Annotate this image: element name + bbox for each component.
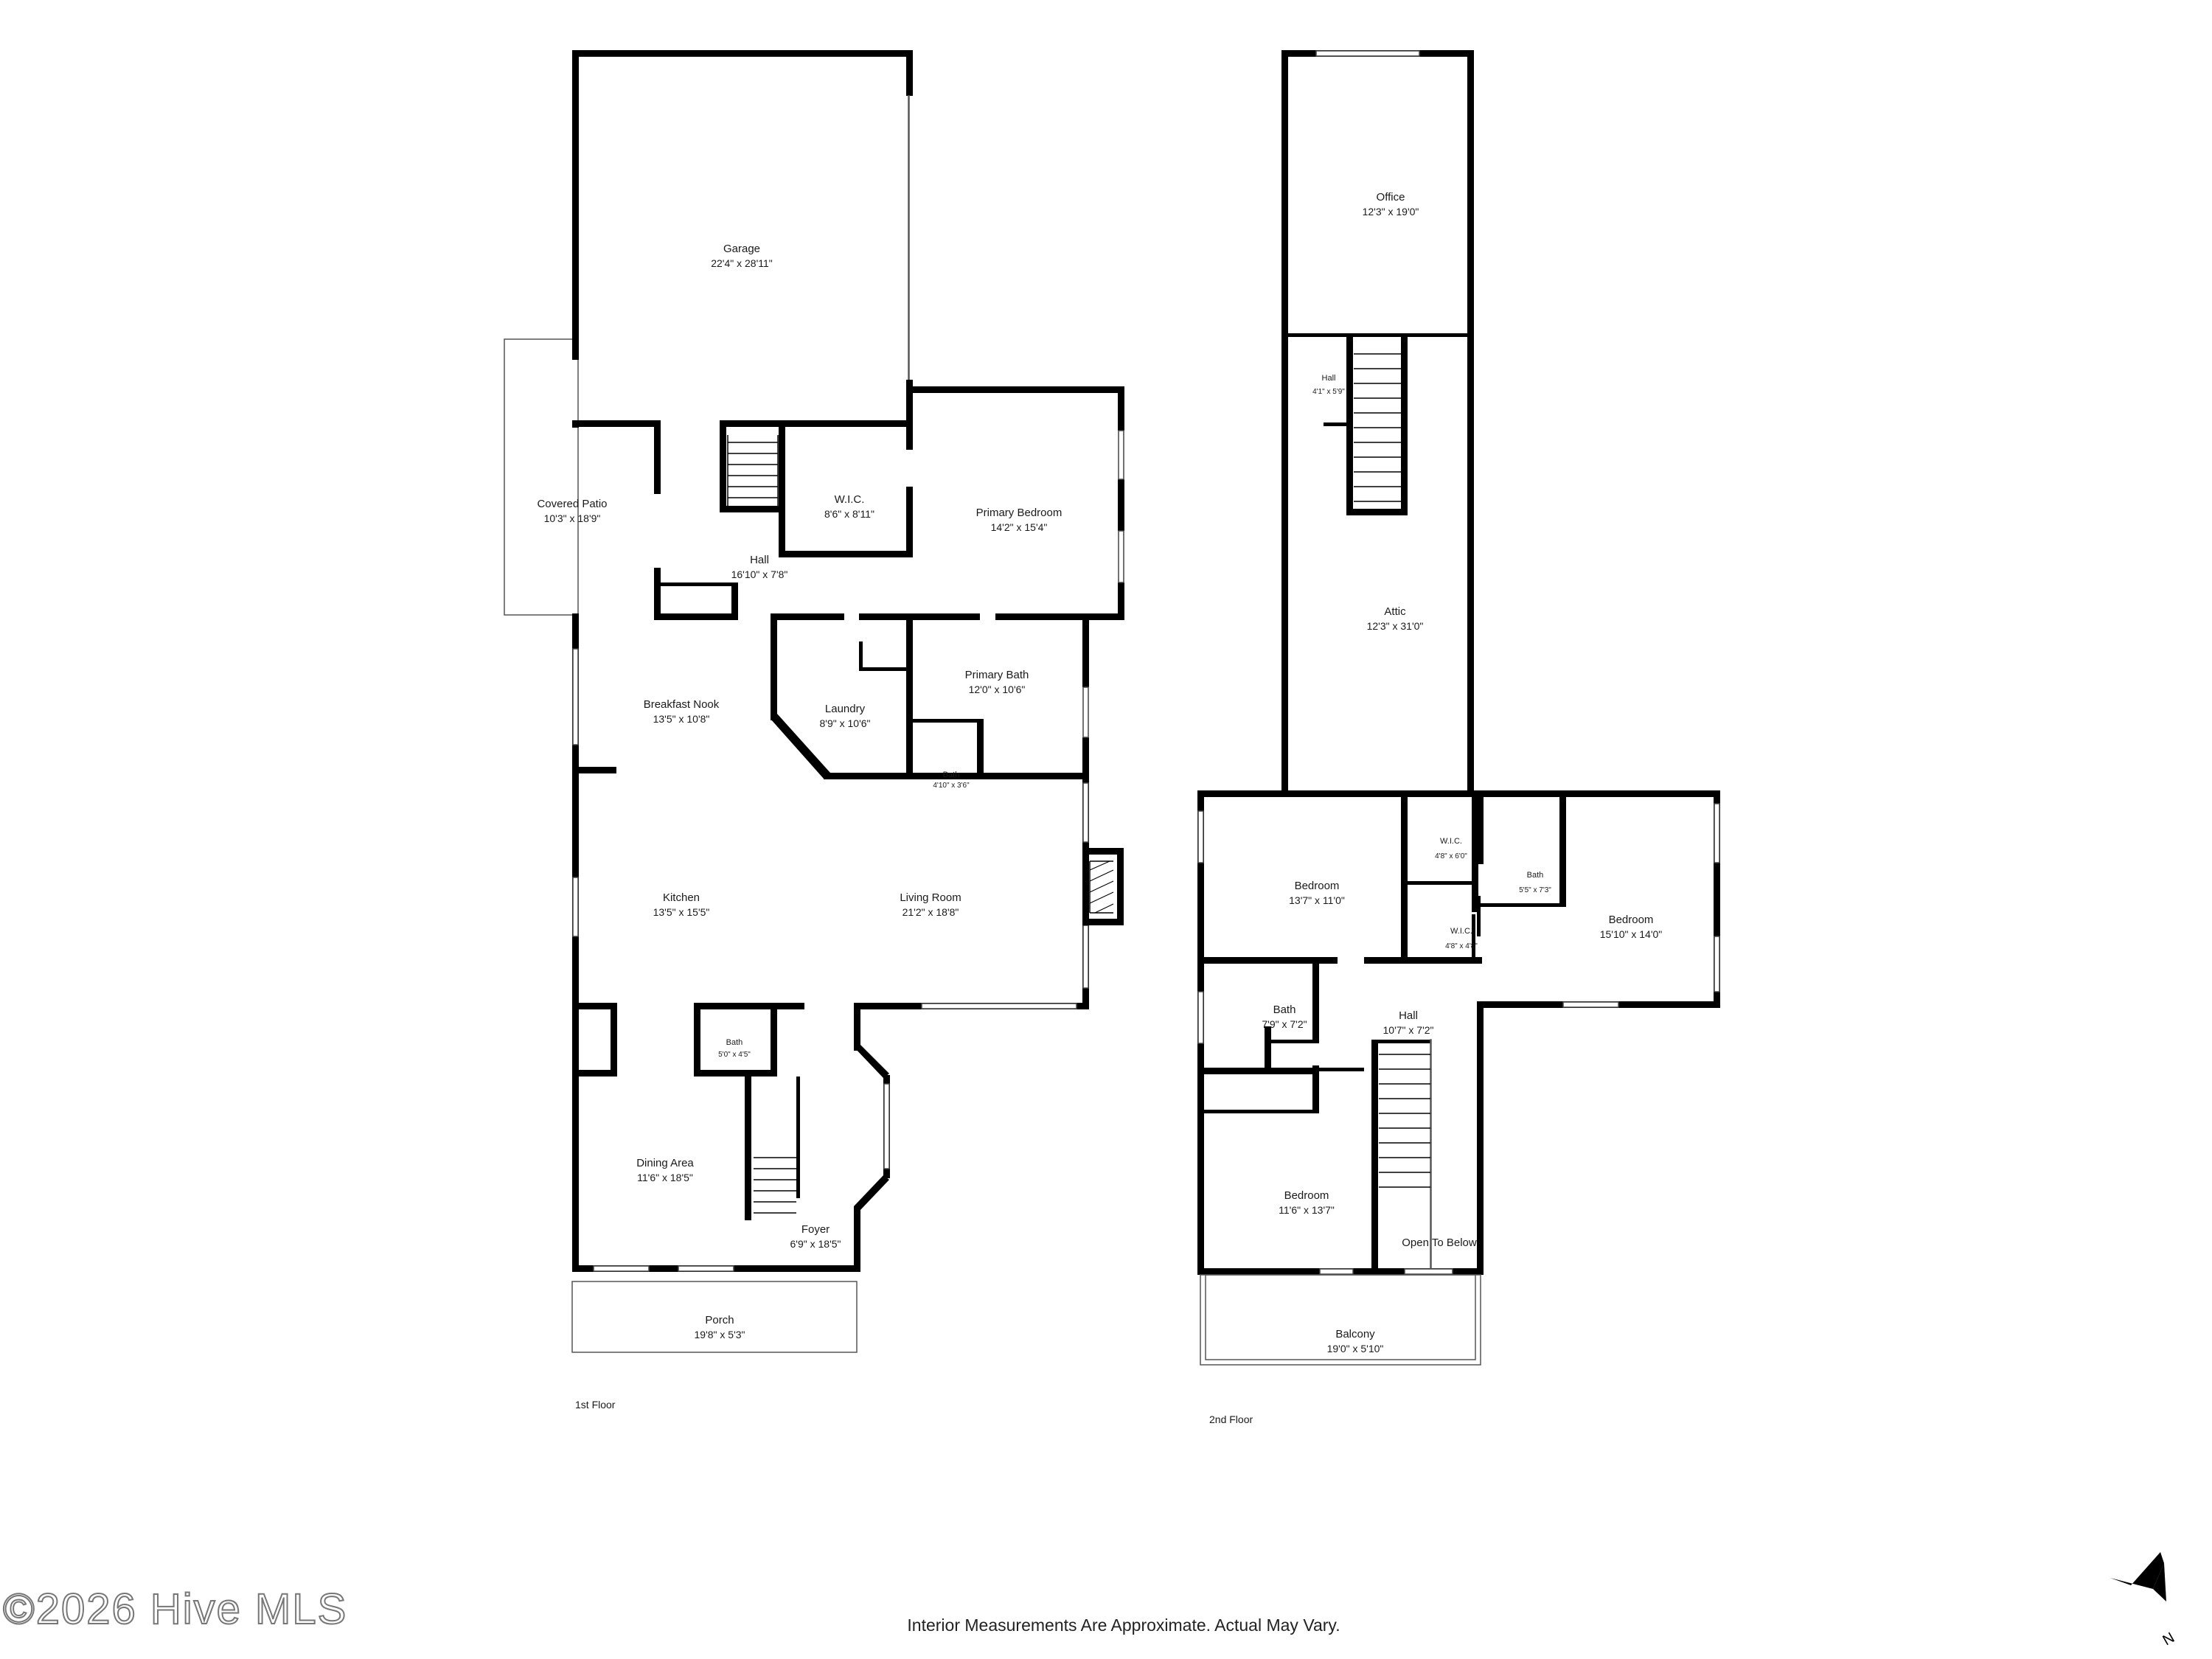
room-name-kitchen: Kitchen xyxy=(663,891,700,904)
room-name-wic-b: W.I.C. xyxy=(1450,927,1472,936)
room-dims-bath-small: 4'10" x 3'6" xyxy=(933,782,970,790)
room-name-office: Office xyxy=(1377,191,1405,204)
north-arrow-icon: N xyxy=(2110,1552,2177,1649)
room-name-attic: Attic xyxy=(1384,605,1406,618)
room-name-garage: Garage xyxy=(723,243,760,255)
room-dims-bath-b: 5'5" x 7'3" xyxy=(1519,886,1551,894)
room-name-laundry: Laundry xyxy=(825,703,866,715)
room-name-dining-area: Dining Area xyxy=(636,1157,694,1169)
second-floor-room-labels: Office 12'3" x 19'0" Hall 4'1" x 5'9" At… xyxy=(1209,191,1662,1425)
room-dims-wic-b: 4'8" x 4'8" xyxy=(1445,942,1478,950)
room-dims-primary-bedroom: 14'2" x 15'4" xyxy=(991,521,1048,533)
room-name-bedroom-b: Bedroom xyxy=(1609,914,1654,926)
room-dims-hall: 16'10" x 7'8" xyxy=(731,568,788,580)
room-name-bedroom-c: Bedroom xyxy=(1284,1189,1329,1202)
room-name-wic: W.I.C. xyxy=(835,493,865,506)
room-dims-dining-area: 11'6" x 18'5" xyxy=(637,1172,693,1183)
room-name-hall-2: Hall xyxy=(1399,1009,1418,1022)
room-name-bedroom-a: Bedroom xyxy=(1295,880,1340,892)
room-dims-bath-c: 7'9" x 7'2" xyxy=(1262,1018,1307,1030)
room-dims-hall-upper: 4'1" x 5'9" xyxy=(1312,388,1345,396)
room-dims-garage: 22'4" x 28'11" xyxy=(711,257,773,269)
room-dims-kitchen: 13'5" x 15'5" xyxy=(653,906,710,918)
watermark: ©2026 Hive MLS xyxy=(3,1585,347,1633)
room-dims-foyer: 6'9" x 18'5" xyxy=(790,1238,841,1250)
room-name-porch: Porch xyxy=(705,1314,734,1326)
second-floor-plan xyxy=(1197,50,1720,1366)
open-to-below-stairs-icon xyxy=(1379,1054,1430,1188)
north-letter: N xyxy=(2160,1630,2178,1649)
attic-stairs-icon xyxy=(1354,353,1401,502)
room-name-wic-a: W.I.C. xyxy=(1440,837,1462,846)
room-name-balcony: Balcony xyxy=(1335,1328,1375,1340)
room-dims-balcony: 19'0" x 5'10" xyxy=(1327,1343,1384,1354)
room-dims-porch: 19'8" x 5'3" xyxy=(695,1329,745,1340)
floor-label-1st: 1st Floor xyxy=(575,1399,616,1411)
room-name-open-to-below: Open To Below xyxy=(1402,1237,1477,1249)
fireplace-hatch-icon xyxy=(1089,860,1114,914)
first-floor-plan xyxy=(504,50,1124,1353)
room-name-hall-upper: Hall xyxy=(1322,374,1336,383)
foyer-stairs-icon xyxy=(754,1157,796,1214)
room-dims-covered-patio: 10'3" x 18'9" xyxy=(544,512,601,524)
room-dims-bedroom-b: 15'10" x 14'0" xyxy=(1600,928,1663,940)
room-dims-living-room: 21'2" x 18'8" xyxy=(902,906,959,918)
room-name-primary-bath: Primary Bath xyxy=(965,669,1029,681)
room-dims-bedroom-c: 11'6" x 13'7" xyxy=(1279,1204,1335,1216)
covered-patio-outline xyxy=(504,338,579,616)
room-name-primary-bedroom: Primary Bedroom xyxy=(976,507,1062,519)
room-name-hall: Hall xyxy=(750,554,769,566)
room-name-bath-small: Bath xyxy=(943,771,960,779)
porch-outline xyxy=(571,1281,858,1353)
room-dims-bath-half: 5'0" x 4'5" xyxy=(718,1051,751,1059)
room-name-bath-half: Bath xyxy=(726,1038,743,1047)
floor-label-2nd: 2nd Floor xyxy=(1209,1413,1253,1425)
room-dims-laundry: 8'9" x 10'6" xyxy=(820,717,871,729)
first-floor-room-labels: Garage 22'4" x 28'11" Covered Patio 10'3… xyxy=(537,243,1062,1411)
disclaimer-note: Interior Measurements Are Approximate. A… xyxy=(907,1615,1340,1635)
room-dims-wic-a: 4'8" x 6'0" xyxy=(1435,852,1467,860)
room-name-bath-b: Bath xyxy=(1527,871,1544,880)
room-name-living-room: Living Room xyxy=(900,891,961,904)
room-dims-attic: 12'3" x 31'0" xyxy=(1367,620,1424,632)
room-dims-bedroom-a: 13'7" x 11'0" xyxy=(1289,894,1345,906)
room-name-breakfast-nook: Breakfast Nook xyxy=(644,698,720,711)
room-dims-office: 12'3" x 19'0" xyxy=(1363,206,1419,218)
room-dims-hall-2: 10'7" x 7'2" xyxy=(1383,1024,1434,1036)
room-name-covered-patio: Covered Patio xyxy=(537,498,607,510)
room-name-bath-c: Bath xyxy=(1273,1004,1296,1016)
room-name-foyer: Foyer xyxy=(801,1223,830,1236)
hall-stairs-icon xyxy=(727,435,779,506)
room-dims-primary-bath: 12'0" x 10'6" xyxy=(969,684,1026,695)
room-dims-wic: 8'6" x 8'11" xyxy=(824,508,874,520)
room-dims-breakfast-nook: 13'5" x 10'8" xyxy=(653,713,710,725)
